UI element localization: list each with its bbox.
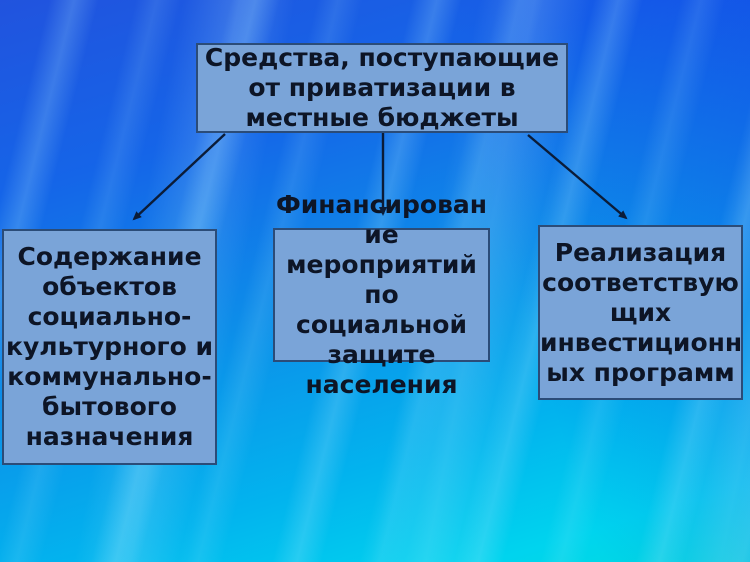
branch-box-middle: Финансирован ие мероприятий по социально… [273,190,490,399]
branch-box-right-text: Реализация соответствую щих инвестиционн… [540,237,743,387]
branch-box-left: Содержание объектов социально- культурно… [2,229,217,465]
arrow-to-left-box [132,133,226,221]
branch-box-right: Реализация соответствую щих инвестиционн… [538,225,743,400]
arrow-to-right-box [527,134,628,220]
root-box-text: Средства, поступающие от приватизации в … [204,43,560,132]
root-box: Средства, поступающие от приватизации в … [196,43,568,133]
branch-box-left-text: Содержание объектов социально- культурно… [6,242,213,451]
branch-box-middle-text: Финансирован ие мероприятий по социально… [275,190,488,399]
